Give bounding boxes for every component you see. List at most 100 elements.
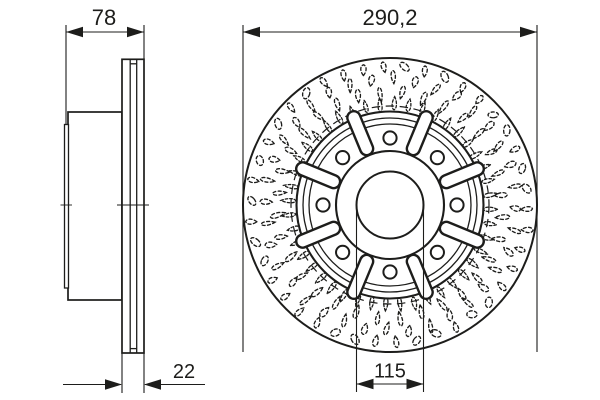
dim-thickness-label: 22 (173, 361, 195, 383)
vent-shape (362, 98, 369, 114)
vent-shape (390, 69, 397, 86)
vent-shape (325, 86, 333, 100)
vent-shape (274, 168, 292, 175)
vent-shape (279, 197, 297, 204)
vent-shape (412, 335, 422, 346)
vent-shape (319, 306, 330, 318)
vent-shape (341, 312, 348, 328)
vent-shape (368, 74, 376, 88)
vent-shape (329, 328, 341, 337)
vent-shape (493, 214, 511, 221)
hub-inner-rim-circle (308, 123, 472, 287)
vent-shape (471, 272, 483, 284)
vent-shape (397, 310, 404, 327)
mounting-slot (346, 253, 375, 301)
vent-shape (468, 105, 478, 119)
vent-shape (502, 246, 514, 257)
vent-shape (429, 83, 441, 96)
vent-shape (284, 250, 299, 263)
vent-shape (360, 64, 367, 77)
vent-shape (459, 81, 467, 94)
vent-shape (521, 183, 532, 194)
vent-shape (260, 220, 277, 227)
vent-shape (280, 292, 291, 301)
vent-shape (520, 226, 534, 234)
arrowhead (127, 26, 144, 38)
wheel-bolt-hole (429, 150, 445, 166)
vent-shape (418, 303, 425, 320)
vent-shape (519, 205, 534, 213)
vent-shape (436, 286, 446, 299)
vent-shape (456, 112, 469, 124)
vent-shape (333, 97, 341, 113)
vent-shape (259, 198, 274, 205)
vent-shape (268, 155, 281, 163)
wheel-bolt-hole (449, 197, 465, 213)
vent-shape (440, 70, 450, 84)
vent-shape (399, 61, 410, 72)
vent-shape (493, 191, 508, 199)
vent-shape (271, 261, 286, 271)
vent-shape (306, 99, 316, 114)
vent-shape (490, 236, 507, 243)
vent-shape (319, 77, 329, 88)
mounting-slot (405, 109, 434, 157)
mounting-slots (294, 109, 486, 301)
vent-shape (286, 102, 296, 114)
vent-shape (490, 169, 505, 177)
vent-shape (411, 76, 420, 89)
vent-shape (377, 86, 383, 104)
dim-outer-diameter-label: 290,2 (362, 5, 417, 30)
vent-shape (274, 234, 289, 241)
dimension-arrowheads (66, 26, 537, 390)
vent-shape (430, 328, 442, 338)
friction-ring-section (121, 58, 145, 354)
vent-shape (493, 140, 504, 153)
front-view (242, 25, 538, 392)
wheel-bolt-holes (315, 130, 465, 280)
arrowhead (356, 378, 374, 390)
vent-shape (391, 95, 398, 111)
vent-shape (267, 276, 279, 284)
vent-shape (435, 297, 448, 311)
vent-shape (284, 146, 298, 155)
vent-shape (310, 286, 324, 298)
vent-shape (405, 97, 412, 113)
vent-shape (264, 241, 278, 249)
vent-shape (446, 307, 454, 322)
vent-shape (480, 256, 497, 263)
vent-shape (360, 322, 369, 336)
vent-shape (466, 310, 478, 319)
vent-shape (288, 276, 298, 288)
vent-shape (410, 296, 418, 312)
mounting-slot (438, 220, 486, 249)
wheel-bolt-hole (335, 244, 351, 260)
wheel-bolt-hole (429, 244, 445, 260)
vent-shape (271, 190, 289, 196)
vent-shape (260, 255, 269, 267)
vent-shape (421, 65, 428, 79)
vent-shape (484, 296, 494, 309)
vent-shape (508, 145, 521, 153)
vent-shape (405, 324, 413, 338)
hub-rim-circle (302, 117, 478, 293)
arrowhead (520, 26, 537, 38)
arrowhead (406, 378, 424, 390)
vent-shape (506, 265, 519, 273)
vent-shape (262, 138, 276, 146)
vent-shape (354, 88, 362, 104)
side-view-cross-section (60, 25, 149, 393)
vent-shape (383, 320, 390, 336)
vent-shape (399, 85, 406, 100)
arrowhead (144, 379, 161, 390)
hidden-vent-inner-edge (290, 105, 490, 305)
vent-shape (452, 320, 460, 333)
vent-shape (247, 195, 257, 206)
wheel-bolt-hole (335, 150, 351, 166)
vent-shape (280, 212, 297, 218)
vent-shape (374, 310, 381, 326)
vent-shape (340, 69, 347, 83)
vent-shape (487, 111, 499, 119)
vent-shape (298, 127, 312, 140)
